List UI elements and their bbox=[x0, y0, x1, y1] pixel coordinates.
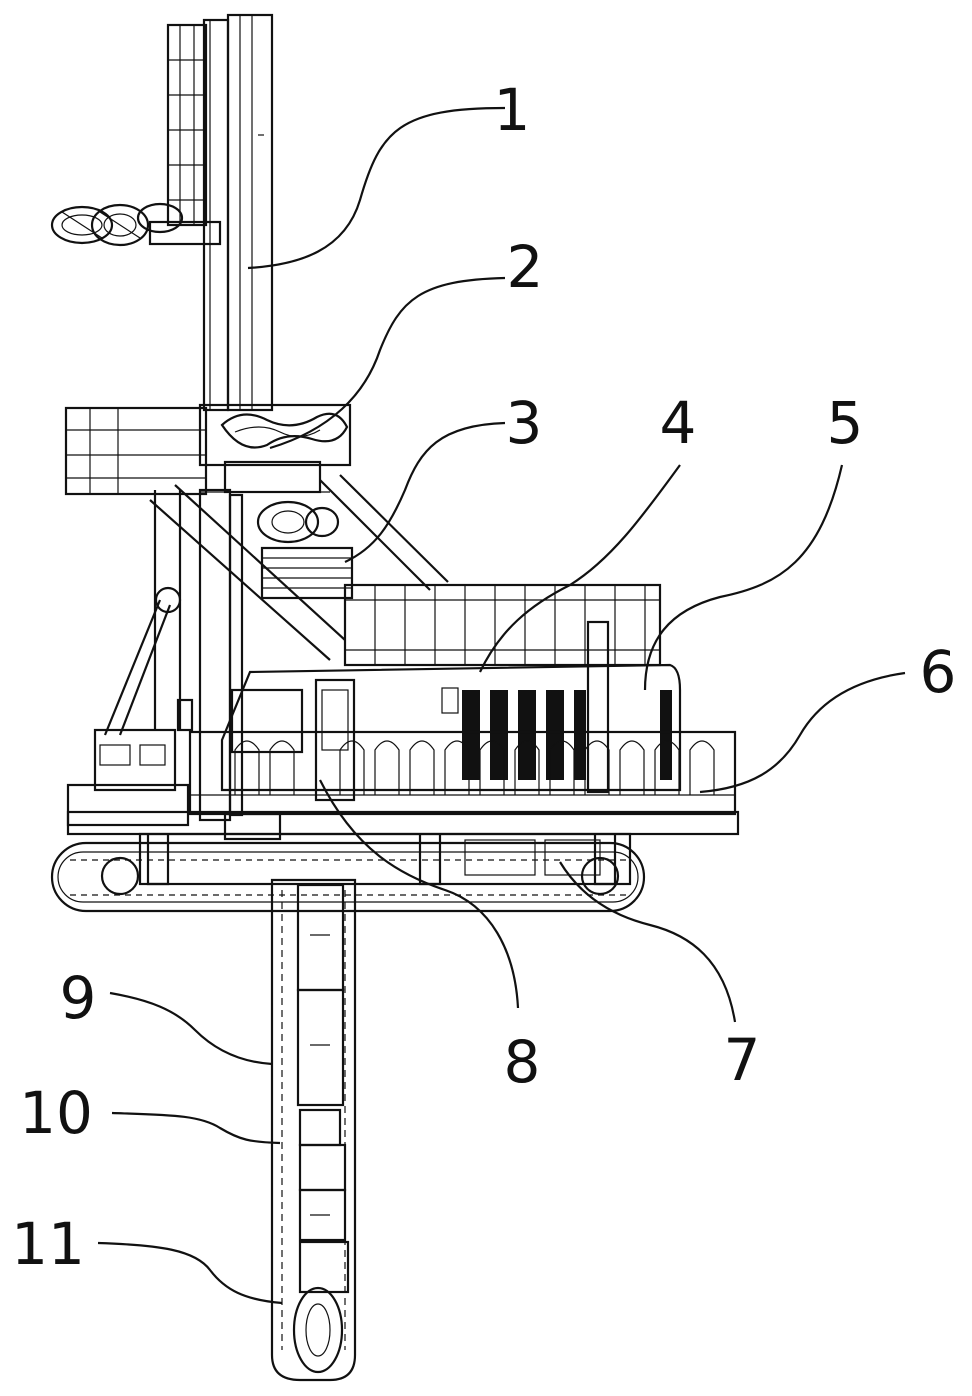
roof-rail bbox=[343, 583, 662, 667]
leader-9 bbox=[109, 991, 273, 1066]
label-5: 5 bbox=[827, 389, 864, 457]
label-8: 8 bbox=[504, 1028, 541, 1096]
leader-5 bbox=[643, 464, 844, 691]
label-9: 9 bbox=[60, 964, 97, 1032]
left-machinery bbox=[66, 698, 194, 827]
leader-11 bbox=[97, 1241, 283, 1305]
label-1: 1 bbox=[494, 76, 531, 144]
leader-2 bbox=[269, 276, 506, 450]
cutter-arm bbox=[270, 878, 357, 1382]
label-11: 11 bbox=[11, 1210, 85, 1278]
callout-labels: 1 2 3 4 5 6 7 8 9 10 11 bbox=[11, 76, 956, 1278]
label-3: 3 bbox=[506, 389, 543, 457]
winch bbox=[256, 500, 354, 600]
crawler-track bbox=[50, 841, 646, 913]
label-2: 2 bbox=[507, 233, 544, 301]
leader-lines bbox=[97, 106, 906, 1305]
machine-body bbox=[220, 620, 682, 802]
leader-7 bbox=[559, 861, 737, 1023]
leader-8 bbox=[319, 779, 520, 1009]
label-10: 10 bbox=[19, 1079, 93, 1147]
label-4: 4 bbox=[660, 389, 697, 457]
leader-3 bbox=[344, 421, 506, 563]
guard-rail bbox=[188, 730, 737, 816]
leader-6 bbox=[699, 671, 906, 794]
support-frame bbox=[103, 474, 449, 822]
ladder bbox=[166, 23, 208, 227]
leader-1 bbox=[247, 106, 506, 270]
hose-coils bbox=[50, 202, 222, 247]
leader-10 bbox=[111, 1111, 281, 1145]
mast bbox=[202, 13, 274, 412]
label-7: 7 bbox=[724, 1026, 761, 1094]
leader-4 bbox=[479, 464, 681, 673]
label-6: 6 bbox=[920, 638, 957, 706]
upper-platform bbox=[64, 403, 352, 496]
